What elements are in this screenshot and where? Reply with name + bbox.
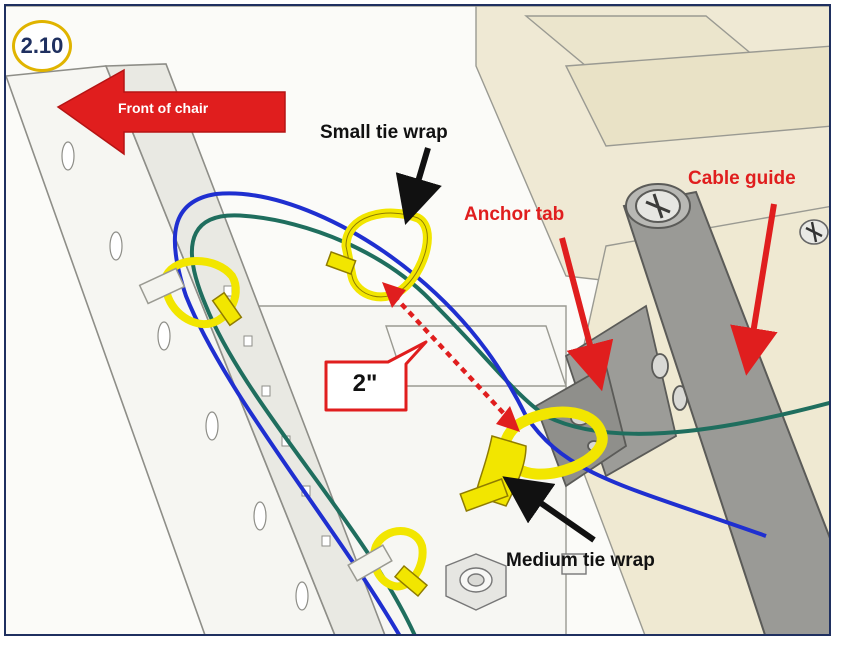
small-tie-wrap-bottom [347,527,429,598]
small-tie-wrap-top [325,208,432,302]
hex-nut-icon [445,553,587,611]
dimension-label: 2" [352,370,378,397]
medium-tie-wrap-label: Medium tie wrap [506,550,655,571]
small-tie-wrap-label: Small tie wrap [320,122,448,143]
left-arrow-icon [56,68,286,156]
cable-guide-label: Cable guide [688,168,796,189]
assembly-illustration [6,6,829,634]
green-wire [189,213,829,634]
cable-guide-pointer [730,203,778,376]
front-of-chair-label: Front of chair [118,100,209,116]
small-tie-wrap-pointer [395,147,442,226]
medium-tie-wrap-pointer [502,476,596,543]
dimension-callout-box [324,340,428,412]
blue-wire [172,191,767,634]
frame-tube [6,63,386,634]
dimension-arrow [382,282,520,432]
anchor-tab-label: Anchor tab [464,204,565,225]
diagram-frame: 2.10 Front of chair Small tie wrap Ancho… [4,4,831,636]
phillips-screw-icon [799,219,829,245]
cable-guide-arm [622,183,829,634]
anchor-tab-pointer [559,237,614,392]
step-badge: 2.10 [12,20,72,72]
small-tie-wrap-left [138,257,243,329]
